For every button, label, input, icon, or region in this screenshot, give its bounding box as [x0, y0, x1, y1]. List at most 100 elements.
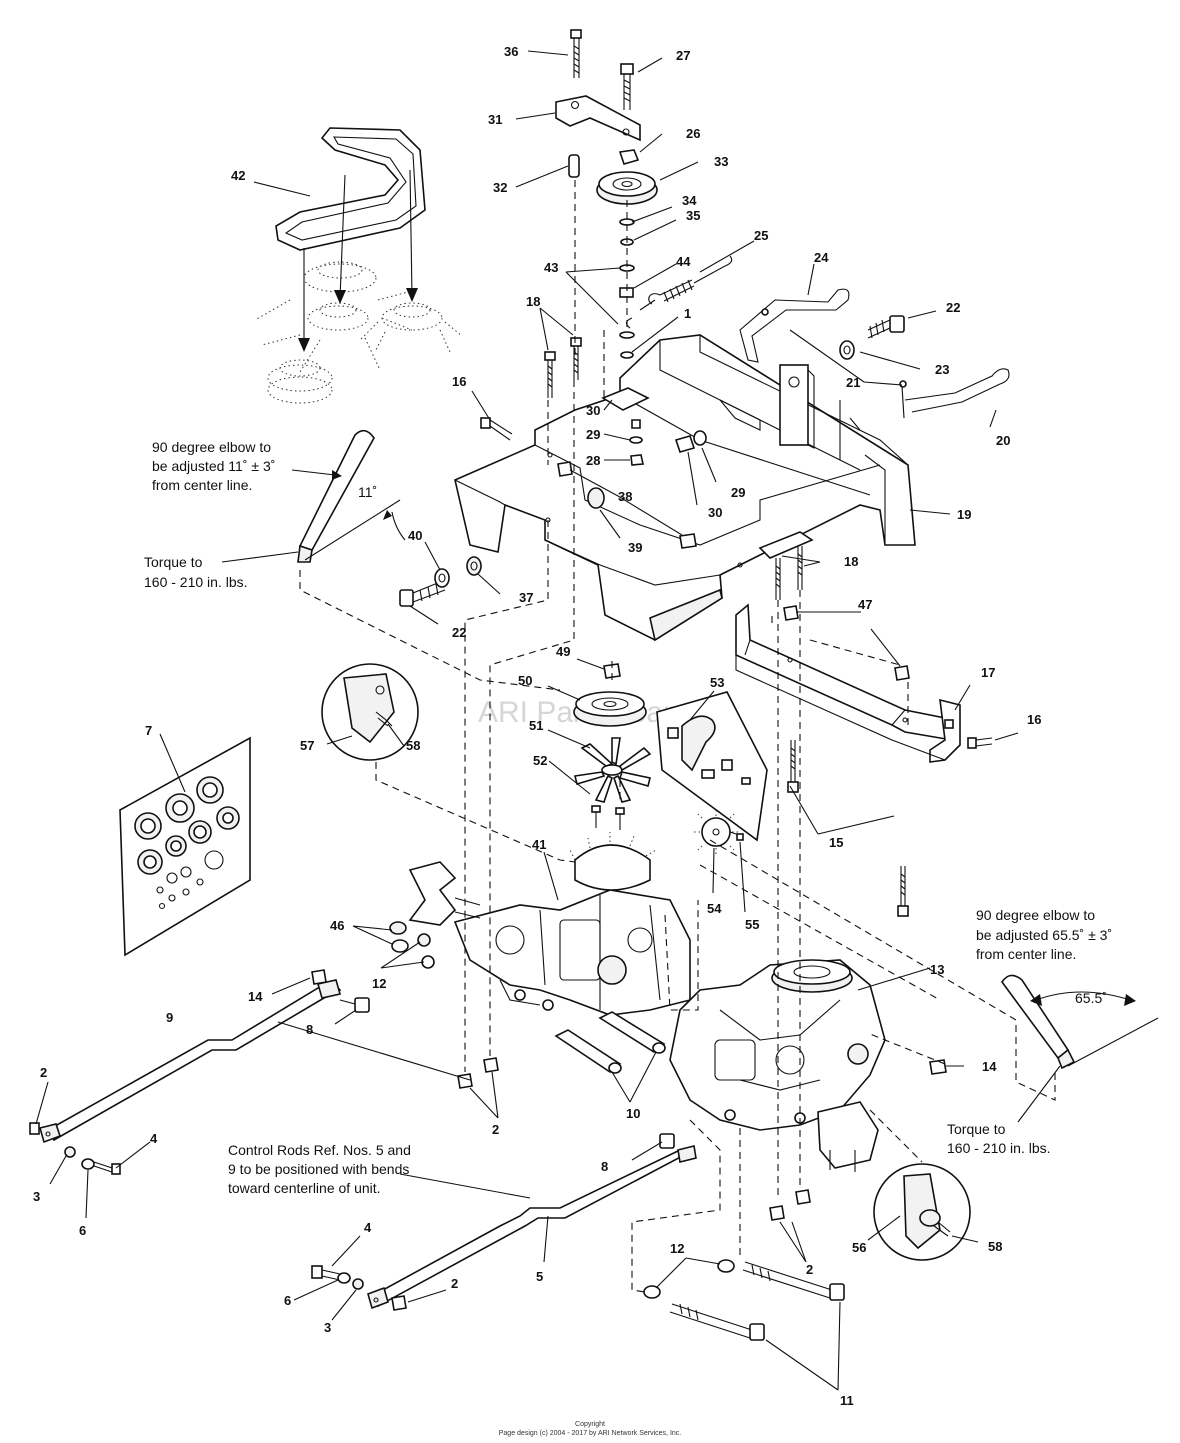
svg-text:160 - 210 in. lbs.: 160 - 210 in. lbs.: [144, 574, 248, 590]
callout-50: 50: [518, 673, 532, 688]
angle-right-label: 65.5˚: [1075, 990, 1107, 1006]
callout-35: 35: [686, 208, 700, 223]
linkage-rod-20: [899, 368, 1010, 419]
callout-39: 39: [628, 540, 642, 555]
rod-9-hardware: [29, 969, 370, 1175]
callout-6-upper: 6: [79, 1223, 86, 1238]
pulley-ghost-group: [254, 261, 463, 404]
callout-46: 46: [330, 918, 344, 933]
callout-29-upper: 29: [586, 427, 600, 442]
svg-text:90 degree elbow to: 90 degree elbow to: [976, 907, 1095, 923]
spacers-10: [554, 1011, 666, 1074]
callout-53: 53: [710, 675, 724, 690]
washer-23: [839, 340, 855, 360]
callout-13: 13: [930, 962, 944, 977]
seal-kit-7: [119, 736, 251, 957]
callout-17: 17: [981, 665, 995, 680]
washers-46-12: [389, 921, 435, 969]
pulley-50: [573, 691, 647, 727]
linkage-rod-24: [739, 288, 850, 363]
callout-3-lower: 3: [324, 1320, 331, 1335]
note-torque-left: Torque to 160 - 210 in. lbs.: [144, 554, 248, 590]
callout-31: 31: [488, 112, 502, 127]
belt-routing-arrows: [298, 169, 418, 352]
callout-51: 51: [529, 718, 543, 733]
screws-52: [591, 805, 625, 830]
callout-5: 5: [536, 1269, 543, 1284]
callout-34: 34: [682, 193, 697, 208]
callout-2-lower-right: 2: [806, 1262, 813, 1277]
callout-43: 43: [544, 260, 558, 275]
callout-6-lower: 6: [284, 1293, 291, 1308]
callout-4-upper: 4: [150, 1131, 158, 1146]
callout-19: 19: [957, 507, 971, 522]
detail-circle-56-58: [873, 1163, 971, 1261]
callout-28: 28: [586, 453, 600, 468]
idler-pulley-33: [596, 171, 658, 205]
svg-text:be adjusted 65.5˚ ± 3˚: be adjusted 65.5˚ ± 3˚: [976, 927, 1112, 943]
footer-copyright: Copyright: [575, 1421, 605, 1428]
callout-10: 10: [626, 1106, 640, 1121]
callout-8-lower: 8: [601, 1159, 608, 1174]
nuts-47: [783, 605, 910, 681]
note-control-rods: Control Rods Ref. Nos. 5 and 9 to be pos…: [228, 1142, 411, 1196]
callout-12-upper: 12: [372, 976, 386, 991]
bolts-18-upper: [544, 337, 582, 398]
callout-16-lower: 16: [1027, 712, 1041, 727]
spacer-37: [466, 556, 482, 576]
rod-5-hardware: [311, 1133, 675, 1311]
hardware-frame-30-29-28: [557, 387, 707, 549]
callout-26: 26: [686, 126, 700, 141]
bolt-16-lower: [967, 737, 993, 749]
callout-36: 36: [504, 44, 518, 59]
callout-42: 42: [231, 168, 245, 183]
callout-52: 52: [533, 753, 547, 768]
callout-44: 44: [676, 254, 691, 269]
control-rod-5: [367, 1145, 697, 1310]
callout-32: 32: [493, 180, 507, 195]
callout-47: 47: [858, 597, 872, 612]
svg-text:toward centerline of unit.: toward centerline of unit.: [228, 1180, 381, 1196]
callout-1: 1: [684, 306, 691, 321]
callout-56: 56: [852, 1240, 866, 1255]
svg-text:from center line.: from center line.: [976, 946, 1076, 962]
callout-labels: 36 27 31 26 33 32 42 34 35 25 43 44 24 1…: [33, 44, 1041, 1408]
callout-20: 20: [996, 433, 1010, 448]
callout-57: 57: [300, 738, 314, 753]
nuts-2: [457, 1057, 811, 1221]
callout-54: 54: [707, 901, 722, 916]
alignment-lines: [299, 180, 1056, 1293]
washer-40: [434, 568, 450, 588]
callout-58-lower: 58: [988, 1239, 1002, 1254]
svg-text:160 - 210 in. lbs.: 160 - 210 in. lbs.: [947, 1140, 1051, 1156]
spring-25: [625, 255, 733, 329]
angle-left-label: 11˚: [358, 484, 377, 500]
callout-2-left: 2: [40, 1065, 47, 1080]
fan-51: [574, 737, 652, 803]
callout-4-lower: 4: [364, 1220, 372, 1235]
callout-2-lower-left: 2: [451, 1276, 458, 1291]
callout-55: 55: [745, 917, 759, 932]
callout-24: 24: [814, 250, 829, 265]
spacer-32: [568, 154, 580, 178]
callout-25: 25: [754, 228, 768, 243]
svg-text:Control Rods Ref. Nos. 5 and: Control Rods Ref. Nos. 5 and: [228, 1142, 411, 1158]
bolts-15: [787, 740, 909, 917]
note-elbow-left: 90 degree elbow to be adjusted 11˚ ± 3˚ …: [152, 439, 275, 493]
callout-3-upper: 3: [33, 1189, 40, 1204]
kit-53: [656, 691, 768, 842]
idler-bracket-31: [555, 95, 641, 142]
svg-text:9 to be positioned with bends: 9 to be positioned with bends: [228, 1161, 409, 1177]
callout-37: 37: [519, 590, 533, 605]
callout-9: 9: [166, 1010, 173, 1025]
svg-text:Torque to: Torque to: [144, 554, 203, 570]
washer-stack-34-35-43-44: [619, 218, 635, 359]
washers-12-lower: [643, 1259, 735, 1299]
svg-text:Torque to: Torque to: [947, 1121, 1006, 1137]
callout-30-upper: 30: [586, 403, 600, 418]
callout-21: 21: [846, 375, 860, 390]
callout-33: 33: [714, 154, 728, 169]
callout-30-lower: 30: [708, 505, 722, 520]
callout-29-lower: 29: [731, 485, 745, 500]
